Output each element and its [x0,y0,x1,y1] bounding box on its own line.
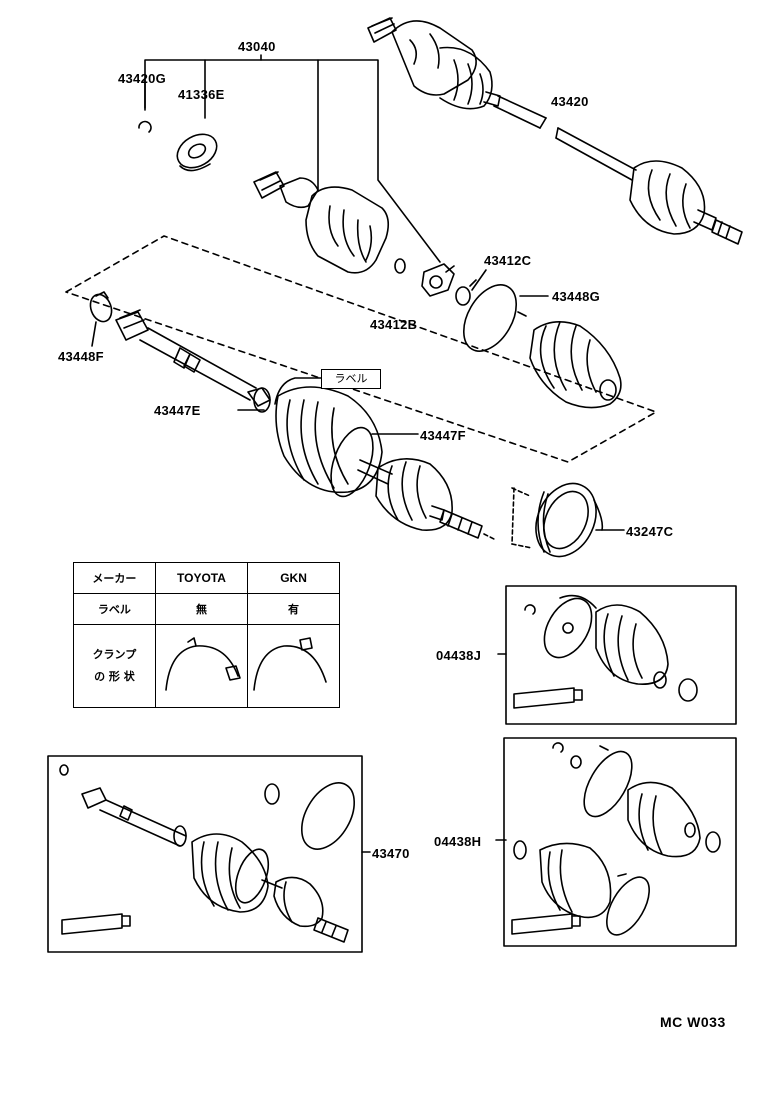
part-label-43447f: 43447F [420,428,466,443]
kit-box-04438h [503,737,737,947]
part-label-43412b: 43412B [370,317,418,332]
legend-label-row: ラベル 無 有 [73,593,340,625]
part-label-43247c: 43247C [626,524,674,539]
legend-clamp-title-line1: クランプ [92,648,137,661]
part-label-04438h: 04438H [434,834,482,849]
boot-clamp-43448f [89,291,113,347]
legend-clamp-title-line2: の 形 状 [94,670,135,683]
legend-header-maker: メーカー [73,562,156,594]
inboard-joint-housing [253,171,390,274]
part-label-04438j: 04438J [436,648,482,663]
drive-shaft-43420-assembly [367,17,743,245]
part-label-43420: 43420 [551,94,589,109]
snap-ring-43412b [394,258,406,274]
legend-clamp-row: クランプ の 形 状 [73,624,340,708]
legend-clamp-title: クランプ の 形 状 [73,624,156,708]
part-label-43412c: 43412C [484,253,532,268]
diagram-code: MC W033 [660,1014,726,1030]
tripod-joint [421,263,455,297]
legend-header-gkn: GKN [247,562,340,594]
legend-header-toyota: TOYOTA [154,562,249,594]
part-label-43448g: 43448G [552,289,601,304]
assembly-box-43470 [47,755,363,953]
legend-label-title: ラベル [73,593,156,625]
boot-clamp-43448g [462,279,549,352]
part-label-41336e: 41336E [178,87,225,102]
part-label-43420g: 43420G [118,71,167,86]
legend-label-gkn: 有 [247,593,340,625]
main-drive-shaft [115,309,497,541]
part-label-43447e: 43447E [154,403,201,418]
legend-clamp-toyota-cell [154,624,249,708]
part-label-43040: 43040 [238,39,276,54]
dust-boot-43247c [511,482,625,558]
kit-box-04438j [505,585,737,725]
part-label-43470: 43470 [372,846,410,861]
label-callout-leader [237,377,322,411]
legend-label-toyota: 無 [154,593,249,625]
snap-ring-43420g [138,120,152,133]
legend-header-row: メーカー TOYOTA GKN [73,562,340,594]
legend-clamp-gkn-cell [247,624,340,708]
dust-deflector-41336e [176,133,218,172]
label-callout-tag: ラベル [321,369,381,389]
repair-kit-dashed-outline [65,235,657,463]
leader-lines-43040 [144,54,441,263]
maker-legend-table: メーカー TOYOTA GKN ラベル 無 有 クランプ の 形 状 [73,562,340,708]
part-label-43448f: 43448F [58,349,104,364]
snap-ring-43412c [455,286,471,306]
